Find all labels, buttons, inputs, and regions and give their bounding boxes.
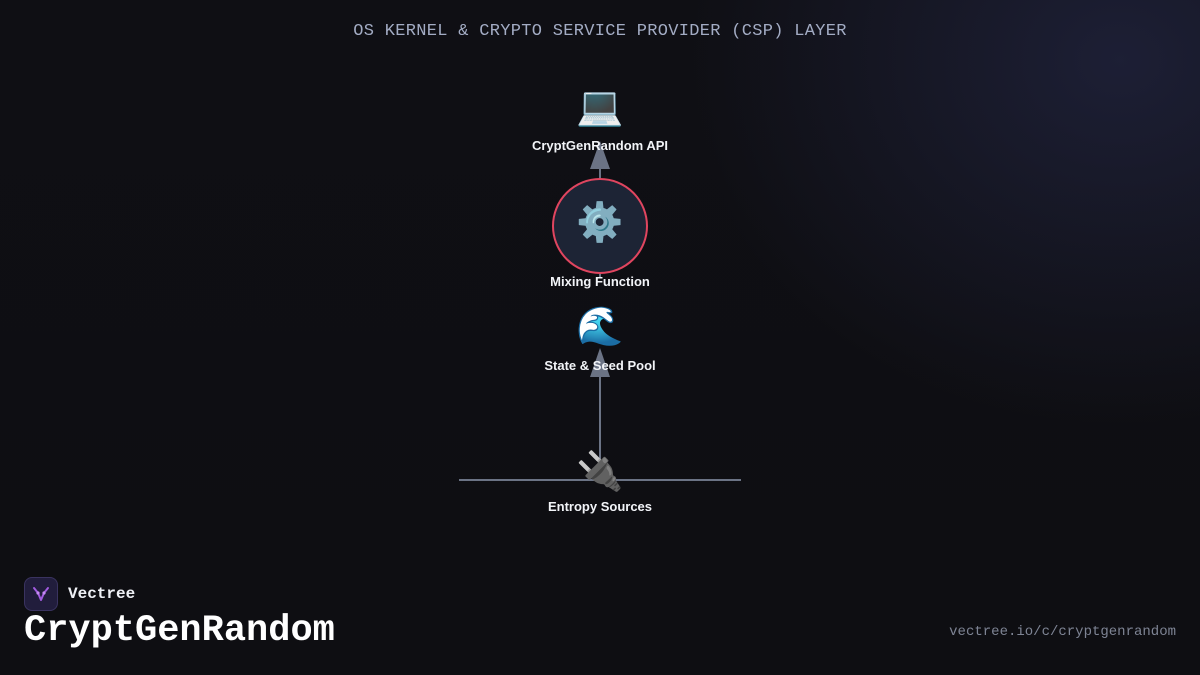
mixing-highlight-circle [552,178,648,274]
node-label-pool: State & Seed Pool [544,358,656,373]
node-api: 💻 CryptGenRandom API [480,84,720,153]
brand[interactable]: Vectree [24,577,135,611]
node-label-mixing: Mixing Function [550,274,650,289]
arrowhead-pool [590,348,610,377]
plug-icon: 🔌 [576,449,624,493]
layer-title: OS KERNEL & CRYPTO SERVICE PROVIDER (CSP… [353,22,847,41]
vectree-logo-icon [24,577,58,611]
node-pool: 🌊 State & Seed Pool [480,304,720,373]
node-mixing: ⚙️ Mixing Function [480,200,720,289]
gear-icon: ⚙️ [576,200,624,244]
wave-icon: 🌊 [576,304,624,348]
node-label-api: CryptGenRandom API [531,138,669,153]
node-label-entropy: Entropy Sources [547,499,653,514]
laptop-icon: 💻 [576,84,624,128]
page-title: CryptGenRandom [24,610,335,652]
node-entropy: 🔌 Entropy Sources [480,449,720,514]
brand-name: Vectree [68,585,136,603]
arrowhead-api [590,141,610,169]
page-url[interactable]: vectree.io/c/cryptgenrandom [949,624,1176,640]
